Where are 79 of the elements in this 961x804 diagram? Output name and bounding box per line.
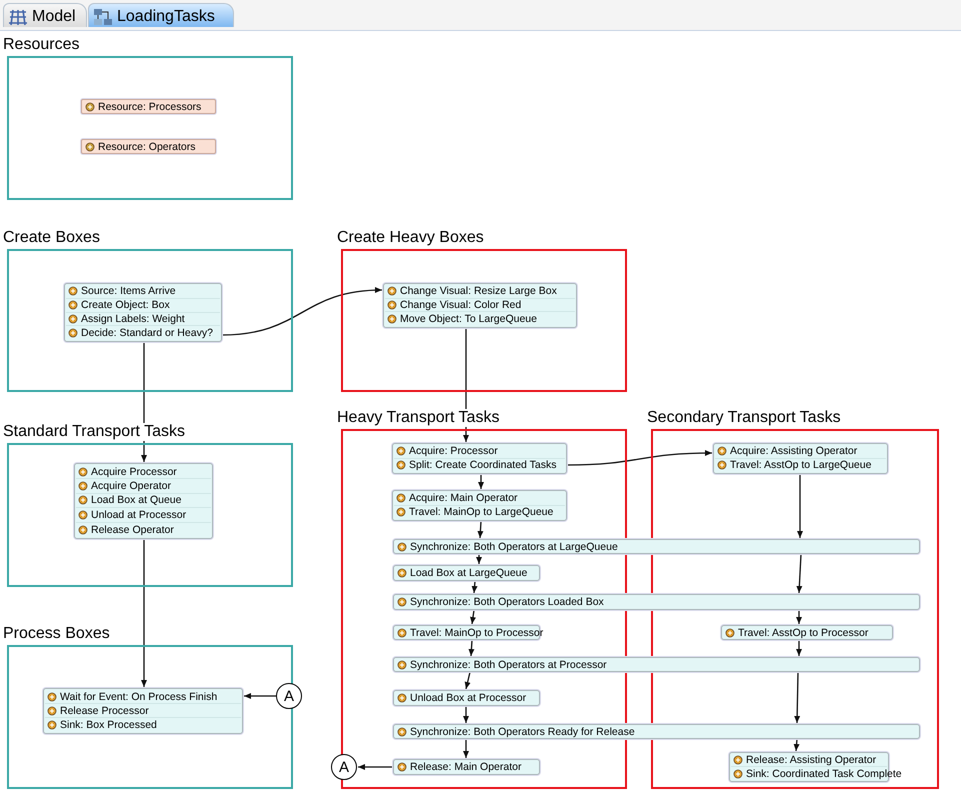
activity-label: Travel: MainOp to Processor <box>410 626 544 638</box>
arrow <box>463 739 469 758</box>
activity-label: Source: Items Arrive <box>81 285 176 298</box>
arrow <box>796 640 802 656</box>
activity-label: Release: Assisting Operator <box>746 754 876 766</box>
activity-label: Change Visual: Resize Large Box <box>400 285 557 298</box>
activity-label: Wait for Event: On Process Finish <box>60 690 218 702</box>
activity-box <box>392 443 567 474</box>
tab: Model <box>3 3 87 27</box>
activity-label: Synchronize: Both Operators at Processor <box>410 658 607 670</box>
resource-box <box>81 139 216 154</box>
activity-box <box>64 283 222 342</box>
connector-circle: A <box>331 754 357 780</box>
group-title: Heavy Transport Tasks <box>337 409 500 427</box>
activity-label: Change Visual: Color Red <box>400 298 522 311</box>
arrow <box>477 520 484 538</box>
activity-label: Travel: AsstOp to LargeQueue <box>730 459 872 472</box>
activity-box <box>721 625 893 640</box>
activity-label: Split: Create Coordinated Tasks <box>409 459 556 472</box>
activity-label: Synchronize: Both Operators Ready for Release <box>410 726 635 738</box>
activity-label: Acquire Operator <box>91 480 171 492</box>
activity-label: Load Box at Queue <box>91 494 182 506</box>
resource-box <box>81 99 216 114</box>
activity-label: Travel: MainOp to LargeQueue <box>409 506 554 518</box>
arrow <box>794 738 800 752</box>
arrow <box>470 610 476 624</box>
connector-circle: A <box>276 683 302 709</box>
activity-label: Sink: Coordinated Task Complete <box>746 768 902 780</box>
arrow <box>468 640 474 656</box>
activity-label: Acquire: Main Operator <box>409 492 518 504</box>
activity-label: Acquire: Assisting Operator <box>730 445 858 458</box>
activity-box <box>393 657 920 672</box>
arrow <box>796 554 802 594</box>
activity-box <box>43 688 243 734</box>
activity-box <box>393 539 920 554</box>
activity-label: Sink: Box Processed <box>60 719 157 731</box>
activity-box <box>393 565 540 581</box>
activity-label: Unload Box at Processor <box>410 692 526 704</box>
activity-box <box>383 283 577 328</box>
activity-label: Release: Main Operator <box>410 761 522 773</box>
arrow <box>797 474 803 538</box>
activity-label: Synchronize: Both Operators at LargeQueue <box>410 540 618 552</box>
activity-label: Decide: Standard or Heavy? <box>81 327 213 340</box>
activity-label: Resource: Processors <box>98 100 202 112</box>
activity-label: Synchronize: Both Operators Loaded Box <box>410 596 604 608</box>
activity-label: Move Object: To LargeQueue <box>400 313 537 326</box>
tab: LoadingTasks <box>88 3 234 27</box>
arrow <box>244 693 276 699</box>
group-title: Create Heavy Boxes <box>337 229 484 247</box>
arrow <box>567 450 712 466</box>
arrow <box>141 539 147 687</box>
activity-box <box>713 443 888 474</box>
activity-label: Release Processor <box>60 704 149 716</box>
activity-label: Resource: Operators <box>98 140 196 152</box>
activity-label: Travel: AsstOp to Processor <box>738 626 868 638</box>
activity-box <box>74 463 213 539</box>
activity-label: Create Object: Box <box>81 299 170 312</box>
activity-label: Load Box at LargeQueue <box>410 567 528 579</box>
arrow <box>463 706 469 723</box>
arrow <box>476 554 482 564</box>
arrow <box>222 287 382 336</box>
arrow <box>472 580 478 594</box>
activity-label: Acquire: Processor <box>409 445 498 458</box>
arrow <box>464 672 471 690</box>
activity-box <box>392 490 567 521</box>
activity-label: Release Operator <box>91 524 174 536</box>
group-title: Standard Transport Tasks <box>3 423 186 441</box>
activity-box <box>393 759 540 775</box>
arrow <box>358 764 393 770</box>
activity-label: Acquire Processor <box>91 466 177 478</box>
activity-label: Unload at Processor <box>91 508 186 521</box>
arrow <box>796 610 802 624</box>
activity-box <box>393 724 920 739</box>
arrow <box>478 474 484 489</box>
activity-box <box>393 690 540 706</box>
activity-box <box>393 594 920 610</box>
group-title: Secondary Transport Tasks <box>647 409 841 427</box>
arrow <box>794 672 800 724</box>
activity-label: Assign Labels: Weight <box>81 312 185 325</box>
